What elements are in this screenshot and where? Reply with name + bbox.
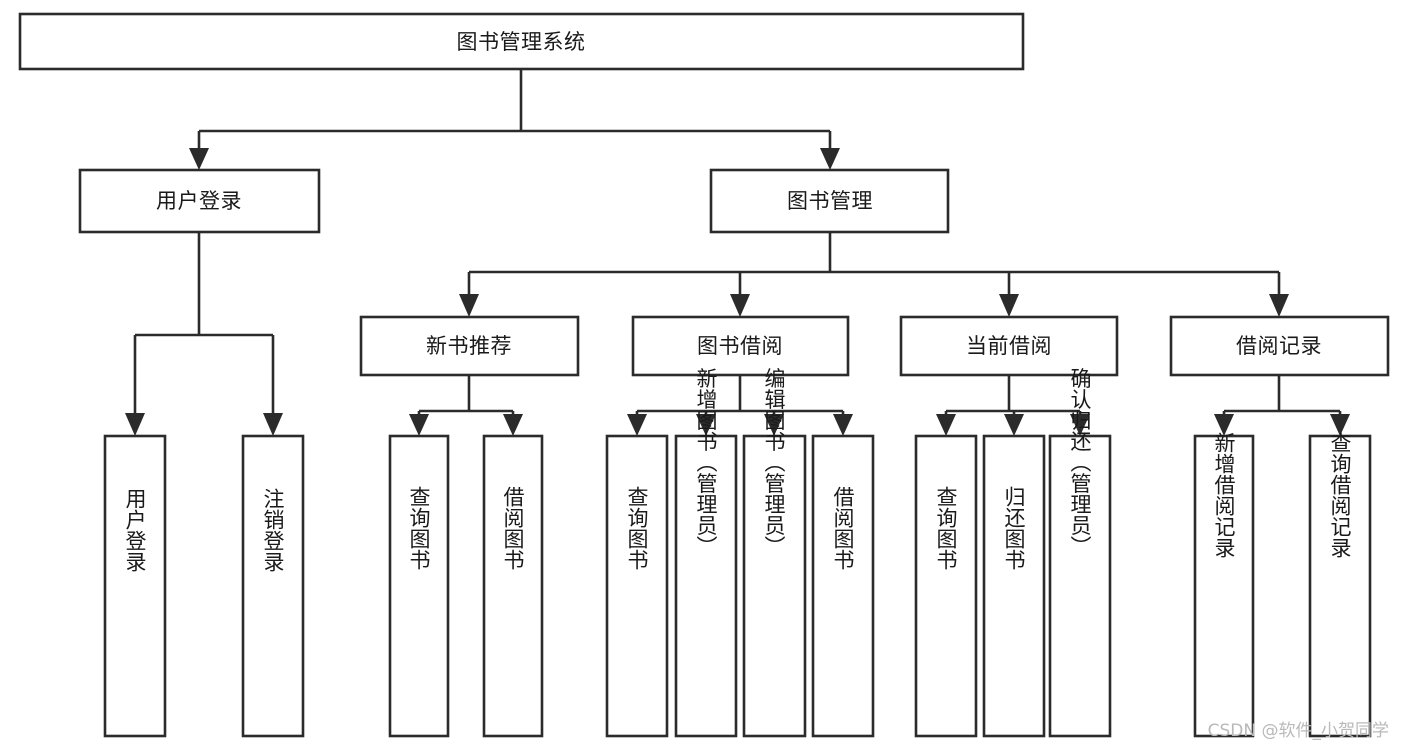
node-leaf-nbr-borrow-book-box[interactable] <box>482 434 544 738</box>
node-leaf-logout[interactable]: 注销登录 <box>241 434 305 738</box>
node-current-borrowing-box[interactable] <box>899 315 1119 377</box>
node-leaf-bb-edit-book-label: 编辑图书（管理员） <box>762 368 786 557</box>
node-borrowing-record-label: 借阅记录 <box>1236 334 1322 358</box>
arrow-head-user-login-leaf-2 <box>263 413 283 436</box>
node-borrowing-record[interactable]: 借阅记录 <box>1169 315 1390 377</box>
csdn-watermark: CSDN @软件_小贺同学 <box>1207 721 1389 741</box>
node-leaf-nbr-query-book[interactable]: 查询图书 <box>388 434 450 738</box>
node-leaf-br-add-record-box[interactable] <box>1193 434 1255 738</box>
node-new-book-recommendation-box[interactable] <box>359 315 580 377</box>
node-leaf-cb-query-book-box[interactable] <box>914 434 978 738</box>
node-leaf-bb-borrow-book-label: 借阅图书 <box>831 486 855 570</box>
node-book-management-box[interactable] <box>709 168 950 234</box>
node-book-borrowing-label: 图书借阅 <box>697 334 783 358</box>
arrow-head-br-leaf-1 <box>1214 414 1234 436</box>
node-leaf-nbr-query-book-label: 查询图书 <box>407 486 431 570</box>
node-new-book-recommendation[interactable]: 新书推荐 <box>359 315 580 377</box>
arrow-head-new-book-rec <box>459 294 479 317</box>
arrow-head-root-to-book-mgmt <box>820 148 840 170</box>
arrow-head-user-login-leaf-1 <box>125 413 145 436</box>
node-book-borrowing[interactable]: 图书借阅 <box>631 315 850 377</box>
node-leaf-br-add-record-label: 新增借阅记录 <box>1212 432 1236 558</box>
arrow-head-br-leaf-2 <box>1330 414 1350 436</box>
node-leaf-bb-borrow-book[interactable]: 借阅图书 <box>811 434 875 738</box>
arrow-head-current-borrow <box>999 294 1019 317</box>
arrow-head-bb-leaf-4 <box>833 414 853 436</box>
node-leaf-bb-add-book[interactable]: 新增图书（管理员） <box>674 368 738 738</box>
arrow-head-cb-leaf-2 <box>1004 414 1024 436</box>
arrow-head-root-to-user-login <box>189 148 209 170</box>
connector-group <box>125 69 1350 436</box>
node-book-borrowing-box[interactable] <box>631 315 850 377</box>
node-leaf-bb-query-book[interactable]: 查询图书 <box>605 434 669 738</box>
node-leaf-user-login[interactable]: 用户登录 <box>103 434 167 738</box>
node-leaf-br-add-record[interactable]: 新增借阅记录 <box>1193 432 1255 738</box>
node-book-management[interactable]: 图书管理 <box>709 168 950 234</box>
node-leaf-user-login-box[interactable] <box>103 434 167 738</box>
node-new-book-recommendation-label: 新书推荐 <box>426 334 512 358</box>
node-current-borrowing[interactable]: 当前借阅 <box>899 315 1119 377</box>
node-root-system[interactable]: 图书管理系统 <box>18 12 1025 71</box>
node-leaf-bb-query-book-label: 查询图书 <box>625 486 649 570</box>
node-leaf-cb-confirm-return-label: 确认归还（管理员） <box>1068 368 1092 557</box>
arrow-head-cb-leaf-3 <box>1070 414 1090 436</box>
arrow-head-bb-leaf-2 <box>696 414 716 436</box>
node-leaf-logout-label: 注销登录 <box>261 488 285 572</box>
node-leaf-bb-borrow-book-box[interactable] <box>811 434 875 738</box>
node-leaf-bb-edit-book-box[interactable] <box>742 434 807 738</box>
node-leaf-br-query-record-box[interactable] <box>1308 434 1372 738</box>
node-leaf-nbr-borrow-book-label: 借阅图书 <box>501 486 525 570</box>
node-leaf-nbr-borrow-book[interactable]: 借阅图书 <box>482 434 544 738</box>
node-leaf-bb-add-book-box[interactable] <box>674 434 738 738</box>
node-leaf-user-login-label: 用户登录 <box>123 488 147 572</box>
node-leaf-nbr-query-book-box[interactable] <box>388 434 450 738</box>
node-leaf-bb-edit-book[interactable]: 编辑图书（管理员） <box>742 368 807 738</box>
arrow-head-cb-leaf-1 <box>936 414 956 436</box>
node-root-system-box[interactable] <box>18 12 1025 71</box>
node-book-management-label: 图书管理 <box>787 189 873 213</box>
node-leaf-cb-confirm-return[interactable]: 确认归还（管理员） <box>1048 368 1112 738</box>
arrow-head-bb-leaf-1 <box>627 414 647 436</box>
node-leaf-cb-query-book[interactable]: 查询图书 <box>914 434 978 738</box>
node-user-login-box[interactable] <box>78 168 321 234</box>
node-leaf-br-query-record[interactable]: 查询借阅记录 <box>1308 432 1372 738</box>
node-root-system-label: 图书管理系统 <box>457 30 586 54</box>
node-leaf-logout-box[interactable] <box>241 434 305 738</box>
node-leaf-cb-return-book-label: 归还图书 <box>1002 486 1026 570</box>
arrow-head-borrow-record <box>1269 294 1289 317</box>
arrow-head-book-borrow <box>730 294 750 317</box>
arrow-head-bb-leaf-3 <box>764 414 784 436</box>
node-borrowing-record-box[interactable] <box>1169 315 1390 377</box>
node-leaf-br-query-record-label: 查询借阅记录 <box>1328 432 1352 558</box>
node-user-login[interactable]: 用户登录 <box>78 168 321 234</box>
node-leaf-bb-add-book-label: 新增图书（管理员） <box>694 368 718 557</box>
node-user-login-label: 用户登录 <box>156 189 242 213</box>
arrow-head-nbr-leaf-2 <box>503 414 523 436</box>
arrow-head-nbr-leaf-1 <box>409 414 429 436</box>
node-leaf-cb-query-book-label: 查询图书 <box>934 486 958 570</box>
node-leaf-cb-confirm-return-box[interactable] <box>1048 434 1112 738</box>
node-leaf-cb-return-book[interactable]: 归还图书 <box>982 434 1046 738</box>
node-current-borrowing-label: 当前借阅 <box>966 334 1052 358</box>
node-leaf-cb-return-book-box[interactable] <box>982 434 1046 738</box>
node-leaf-bb-query-book-box[interactable] <box>605 434 669 738</box>
